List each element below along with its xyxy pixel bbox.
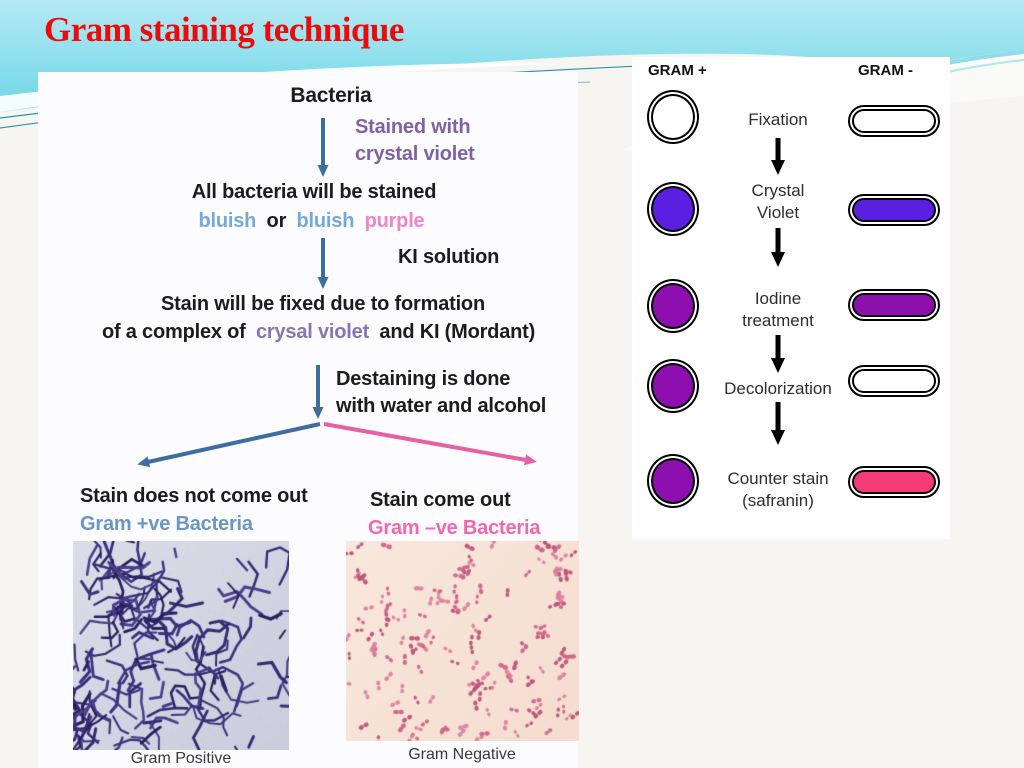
step-label-iodine: Iodine treatment (742, 289, 814, 330)
flow-label-destaining: Destaining is done with water and alcoho… (336, 366, 546, 420)
purple-word: purple (364, 210, 425, 232)
flow-label-ki-solution: KI solution (398, 246, 500, 268)
stained-with-line1: Stained with (355, 116, 471, 138)
gram-negative-label: Gram –ve Bacteria (368, 517, 541, 539)
gram-plus-cell-crystal-violet (647, 182, 699, 236)
fixed-suffix: and KI (Mordant) (379, 321, 536, 343)
flow-label-stained-with: Stained with crystal violet (355, 114, 475, 168)
gram-minus-cell-crystal-violet (848, 194, 940, 226)
gram-plus-cell-iodine (647, 279, 699, 333)
gram-plus-cell-fixation (647, 90, 699, 144)
branch-left-arrow-icon (137, 422, 321, 468)
column-header-gram-negative: GRAM - (858, 62, 913, 79)
flow-node-bacteria: Bacteria (290, 84, 372, 107)
flowchart-panel: Bacteria Stained with crystal violet All… (38, 72, 579, 768)
step-label-decolorization: Decolorization (724, 379, 832, 398)
gram-minus-cell-counter-stain (848, 466, 940, 498)
step-label-fixation: Fixation (748, 110, 808, 129)
crystal-violet-highlight: crysal violet (256, 321, 370, 343)
gram-negative-result: Stain come out (370, 489, 511, 511)
bluish-word-b: bluish (296, 210, 355, 232)
gram-positive-micrograph (73, 541, 289, 750)
flow-node-fixed-line1: Stain will be fixed due to formation (161, 293, 485, 315)
gram-negative-micrograph (346, 541, 579, 741)
gram-positive-label: Gram +ve Bacteria (80, 513, 253, 535)
step-label-crystal-violet: Crystal Violet (751, 181, 805, 222)
gram-plus-cell-decolorization (647, 359, 699, 413)
gram-minus-cell-iodine (848, 289, 940, 321)
flow-node-all-stained: All bacteria will be stained (191, 181, 437, 203)
flow-node-bluish-purple: bluish or bluish purple (199, 208, 430, 235)
destain-line2: with water and alcohol (336, 395, 547, 417)
fixed-prefix: of a complex of (101, 321, 246, 343)
caption-gram-negative: Gram Negative (408, 746, 516, 763)
column-header-gram-positive: GRAM + (648, 62, 707, 79)
gram-minus-cell-fixation (848, 105, 940, 137)
destain-line1: Destaining is done (336, 368, 511, 390)
caption-gram-positive: Gram Positive (130, 750, 232, 767)
slide-title: Gram staining technique (44, 10, 404, 49)
gram-plus-cell-counter-stain (647, 454, 699, 508)
step-label-counter-stain: Counter stain (safranin) (727, 469, 829, 510)
or-word: or (266, 210, 287, 232)
branch-right-arrow-icon (323, 422, 537, 466)
stained-with-line2: crystal violet (355, 143, 475, 165)
staining-steps-panel: GRAM + GRAM - Fixation Crystal (632, 57, 950, 539)
flow-node-fixed-line2: of a complex of crysal violet and KI (Mo… (102, 319, 540, 346)
bluish-word-a: bluish (198, 210, 257, 232)
gram-minus-cell-decolorization (848, 365, 940, 397)
gram-positive-result: Stain does not come out (80, 485, 308, 507)
